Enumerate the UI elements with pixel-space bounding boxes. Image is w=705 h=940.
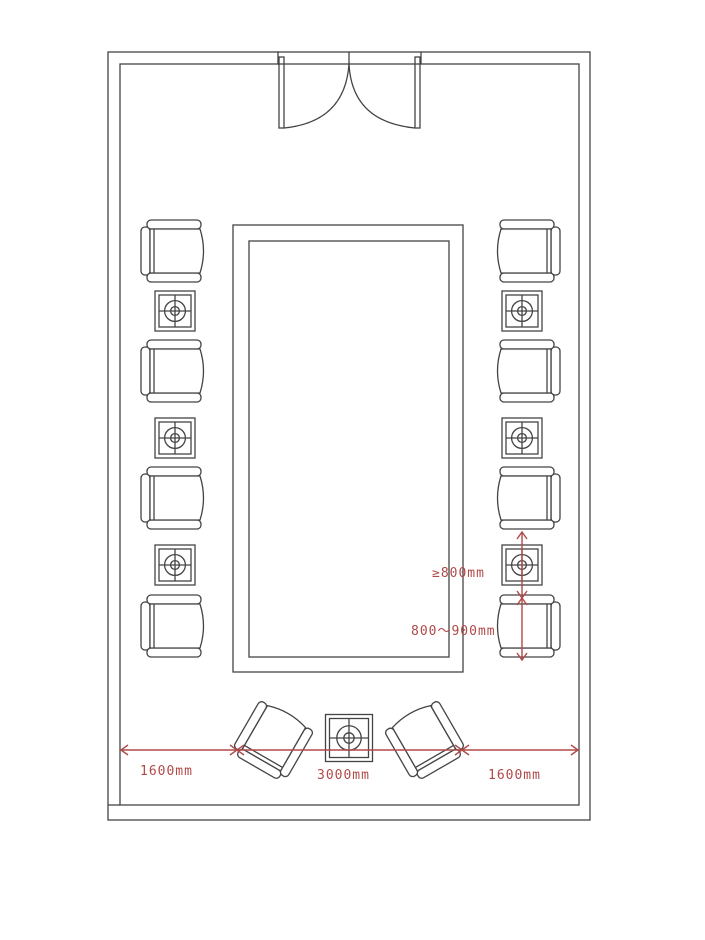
chair-right-1: [496, 219, 561, 283]
dimension-right-clearance: 1600mm: [488, 768, 541, 783]
side-table-left-1: [154, 290, 196, 332]
side-table-left-3: [154, 544, 196, 586]
chair-bottom-right: [384, 701, 465, 779]
side-table-left-2: [154, 417, 196, 459]
side-table-right-2: [501, 417, 543, 459]
chair-bottom-left: [233, 701, 314, 779]
chair-right-4: [496, 594, 561, 658]
side-table-bottom: [324, 713, 374, 763]
chair-left-4: [140, 594, 205, 658]
dimension-lines: [119, 530, 580, 756]
conference-table: [232, 224, 464, 673]
dimension-left-clearance: 1600mm: [140, 764, 193, 779]
chair-left-2: [140, 339, 205, 403]
double-door: [277, 50, 422, 129]
chair-right-2: [496, 339, 561, 403]
dimension-table-width: 3000mm: [317, 768, 370, 783]
dimension-chair-depth: 800～900mm: [411, 624, 496, 639]
side-table-right-1: [501, 290, 543, 332]
chair-right-3: [496, 466, 561, 530]
chair-left-3: [140, 466, 205, 530]
chair-left-1: [140, 219, 205, 283]
dimension-chair-spacing: ≥800mm: [432, 566, 485, 581]
